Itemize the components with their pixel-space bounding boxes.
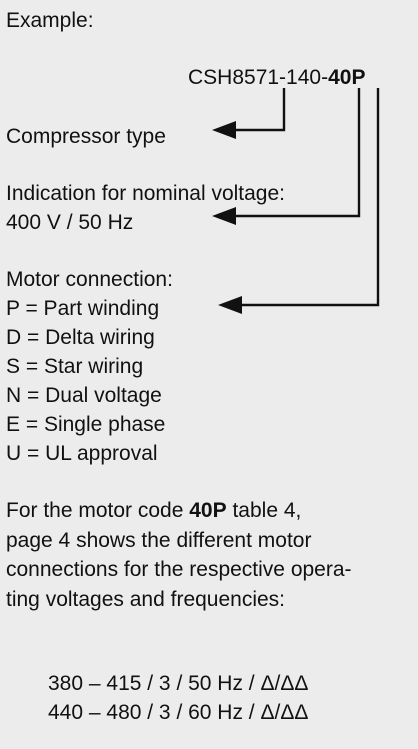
connector-compressor-type bbox=[232, 88, 286, 132]
paragraph-part1: For the motor code bbox=[6, 499, 190, 522]
arrowhead-motor bbox=[218, 296, 242, 314]
voltage-label-line1: Indication for nominal voltage: bbox=[6, 182, 285, 205]
paragraph-motor-code: 40P bbox=[189, 499, 227, 522]
code-suffix: 40P bbox=[328, 66, 366, 89]
motor-connection-title: Motor connection: bbox=[6, 268, 173, 291]
motor-item-n: N = Dual voltage bbox=[6, 384, 162, 407]
motor-item-p: P = Part winding bbox=[6, 297, 160, 320]
motor-item-d: D = Delta wiring bbox=[6, 326, 155, 349]
compressor-type-label: Compressor type bbox=[6, 125, 166, 148]
motor-item-s: S = Star wiring bbox=[6, 355, 144, 378]
paragraph-line2: page 4 shows the different motor bbox=[6, 528, 312, 552]
heading-example: Example: bbox=[6, 9, 94, 32]
code-prefix: CSH8571-140- bbox=[188, 66, 329, 89]
voltage-option-2: 440 – 480 / 3 / 60 Hz / Δ/ΔΔ bbox=[48, 701, 309, 724]
voltage-label-line2: 400 V / 50 Hz bbox=[6, 211, 134, 234]
paragraph-part2: table 4, bbox=[226, 499, 302, 522]
connector-voltage bbox=[232, 88, 361, 218]
motor-item-e: E = Single phase bbox=[6, 413, 166, 436]
paragraph-line3: connections for the respective opera- bbox=[6, 558, 352, 581]
paragraph-line4: ting voltages and frequencies: bbox=[6, 587, 286, 611]
motor-item-u: U = UL approval bbox=[6, 442, 158, 465]
arrowhead-compressor-type bbox=[212, 121, 236, 139]
arrowhead-voltage bbox=[212, 207, 236, 225]
description-paragraph: For the motor code 40P table 4, page 4 s… bbox=[6, 496, 406, 614]
connector-motor bbox=[238, 88, 380, 307]
voltage-option-1: 380 – 415 / 3 / 50 Hz / Δ/ΔΔ bbox=[48, 672, 309, 695]
compressor-code: CSH8571-140-40P bbox=[188, 63, 365, 92]
